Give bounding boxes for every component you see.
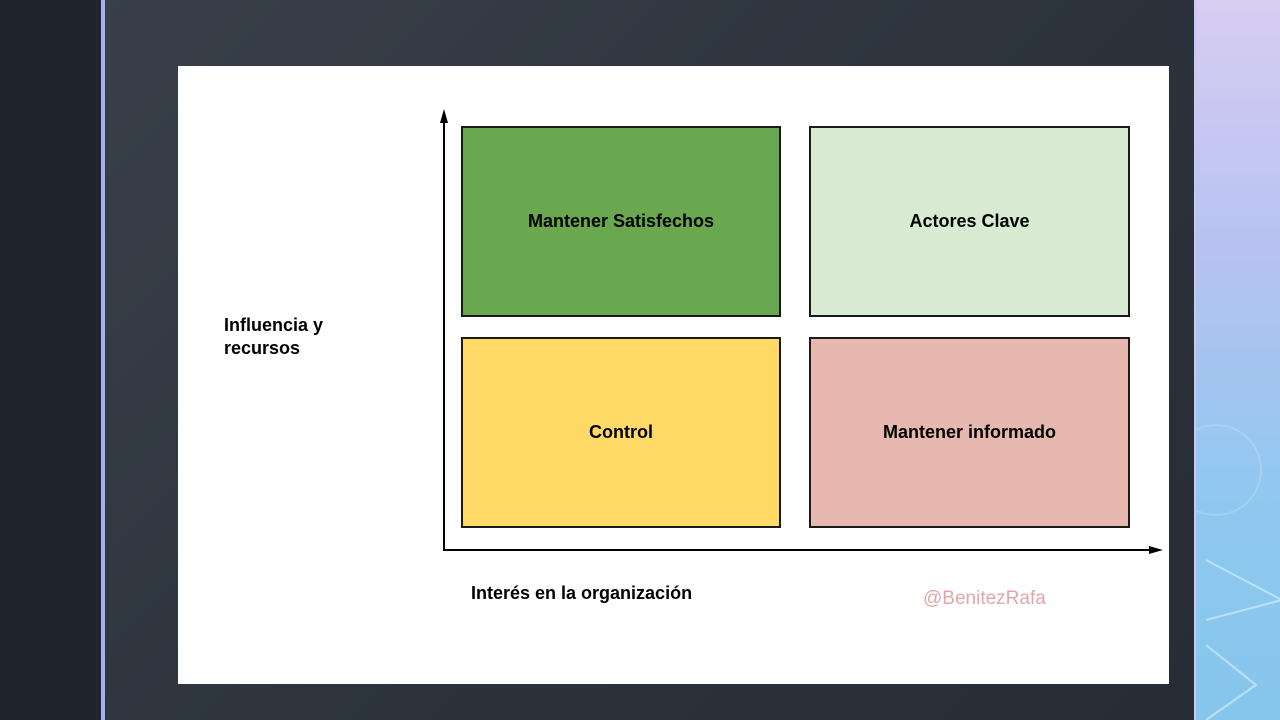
quadrant-mantener-informado: Mantener informado [809,337,1130,528]
quadrant-mantener-satisfechos: Mantener Satisfechos [461,126,781,317]
quadrant-label: Mantener Satisfechos [527,211,715,231]
decorative-chevrons-icon [1196,424,1280,720]
y-axis-arrow-icon [440,109,448,123]
quadrant-label: Actores Clave [909,211,1030,231]
x-axis-arrow-icon [1149,546,1163,554]
y-axis-label: Influencia y recursos [224,315,324,358]
quadrant-label: Mantener informado [882,422,1056,442]
quadrant-control: Control [461,337,781,528]
left-strip [0,0,101,720]
slide-canvas: Influencia y recursos Mantener Satisfech… [178,66,1169,684]
quadrant-actores-clave: Actores Clave [809,126,1130,317]
left-accent-bar [101,0,105,720]
author-watermark: @BenitezRafa [923,588,1046,609]
quadrant-label: Control [589,422,653,442]
axes [440,109,1163,554]
right-decorative-panel [1194,0,1280,720]
x-axis-label: Interés en la organización [471,583,693,603]
